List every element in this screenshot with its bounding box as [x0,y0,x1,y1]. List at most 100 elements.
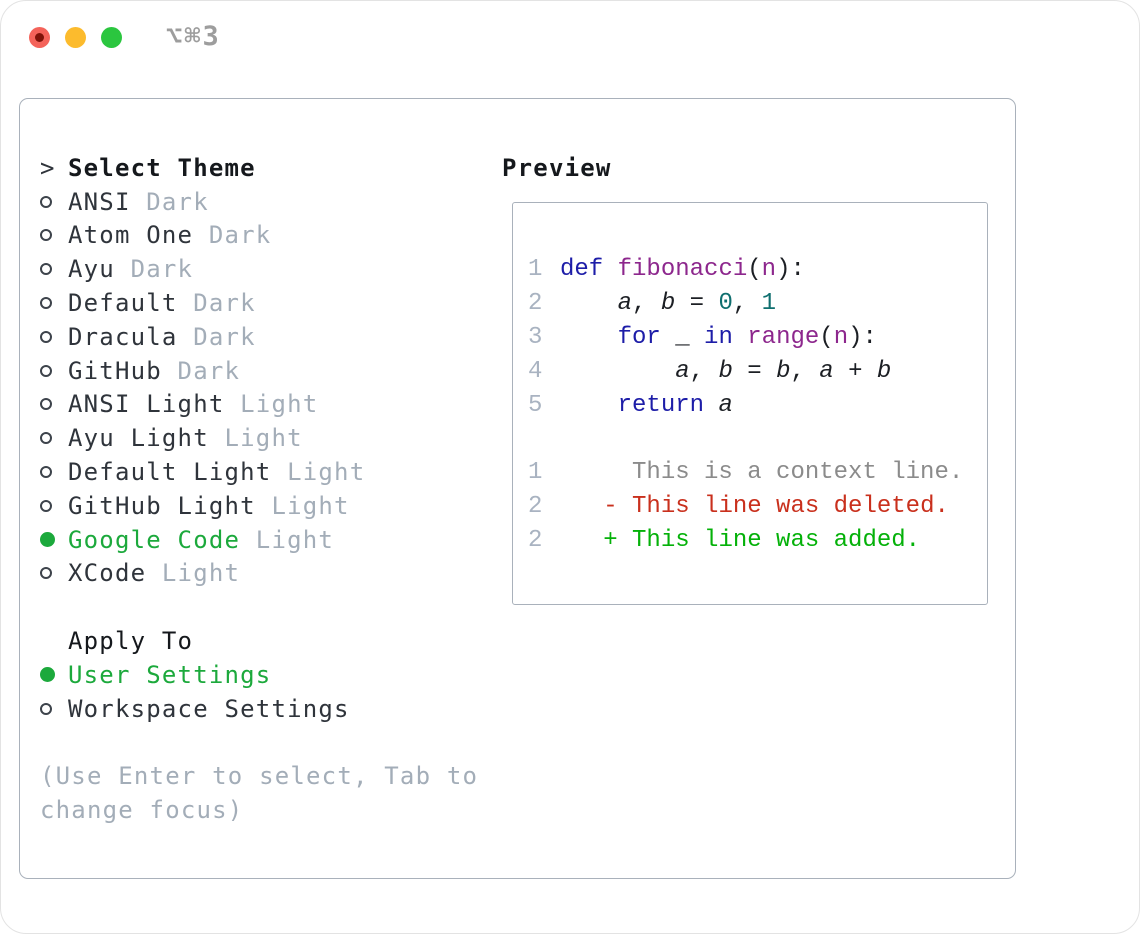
theme-item-dracula[interactable]: Dracula Dark [40,320,500,354]
apply-to-header: Apply To [68,627,194,656]
theme-item-google-code[interactable]: Google Code Light [40,523,500,557]
line-number: 4 [528,357,543,385]
radio-dot-outline [40,499,52,512]
code-line: 2 + This line was added. [528,523,981,557]
apply-to-header-row: Apply To [40,624,500,658]
theme-name: Dracula [68,322,178,351]
radio-icon[interactable] [40,263,68,276]
code-segment-pln [560,358,675,385]
code-segment-pln: = [732,357,777,385]
code-segment-kwd: def [560,256,604,284]
line-number: 1 [528,459,543,487]
code-segment-pln [560,290,618,317]
radio-dot-outline [40,364,52,377]
line-number: 1 [528,256,543,284]
theme-item-default-light[interactable]: Default Light Light [40,455,500,489]
radio-dot-outline [40,229,52,242]
theme-item-ayu[interactable]: Ayu Dark [40,252,500,286]
theme-item-github-light[interactable]: GitHub Light Light [40,489,500,523]
radio-dot-outline [40,702,52,715]
radio-icon[interactable] [40,702,68,715]
radio-icon[interactable] [40,330,68,343]
radio-icon[interactable] [40,499,68,512]
theme-variant-badge: Dark [130,187,209,216]
code-segment-var: b [876,357,892,385]
radio-selected-icon[interactable] [40,532,68,548]
code-segment-var: a [617,290,633,318]
radio-dot-outline [40,398,52,411]
theme-variant-badge: Light [208,424,303,453]
theme-list-header: Select Theme [68,153,256,182]
apply-option-label: User Settings [68,660,272,689]
code-segment-pln: ): [848,323,877,351]
code-line: 1 This is a context line. [528,456,981,490]
window-title: ⌥⌘3 [166,21,221,52]
line-number: 2 [528,492,543,520]
radio-dot-filled [40,667,55,683]
preview-label: Preview [502,153,612,182]
code-segment-pln [560,392,618,419]
theme-variant-badge: Light [255,491,350,520]
radio-icon[interactable] [40,364,68,377]
theme-item-default[interactable]: Default Dark [40,286,500,320]
radio-icon[interactable] [40,432,68,445]
theme-item-ansi[interactable]: ANSI Dark [40,185,500,219]
minimize-button[interactable] [65,27,86,48]
theme-name: Default [68,289,178,318]
line-number: 5 [528,391,543,419]
theme-item-atom-one[interactable]: Atom One Dark [40,219,500,253]
theme-name: ANSI [68,187,131,216]
spacer-row [40,590,500,624]
theme-variant-badge: Dark [193,221,272,250]
radio-icon[interactable] [40,398,68,411]
line-number: 2 [528,526,543,554]
code-segment-pln: _ [660,323,705,351]
theme-item-ansi-light[interactable]: ANSI Light Light [40,388,500,422]
theme-item-ayu-light[interactable]: Ayu Light Light [40,421,500,455]
radio-icon[interactable] [40,195,68,208]
code-segment-pln [560,324,618,351]
radio-dot-outline [40,432,52,445]
close-button[interactable] [29,27,50,48]
code-segment-ctx: This is a context line. [560,459,964,487]
theme-name: Google Code [68,525,241,554]
code-segment-pln: ( [747,256,762,284]
radio-icon[interactable] [40,229,68,242]
theme-item-github[interactable]: GitHub Dark [40,354,500,388]
radio-selected-icon[interactable] [40,667,68,683]
code-segment-var: a [718,391,733,419]
radio-icon[interactable] [40,567,68,580]
radio-dot-outline [40,263,52,276]
apply-option-user-settings[interactable]: User Settings [40,658,500,692]
theme-variant-badge: Light [240,525,335,554]
code-line: 4 a, b = b, a + b [528,354,981,388]
blank-line [528,422,981,456]
code-line: 2 - This line was deleted. [528,490,981,524]
apply-option-workspace-settings[interactable]: Workspace Settings [40,692,500,726]
theme-item-xcode[interactable]: XCode Light [40,557,500,591]
code-segment-typ: n [833,323,849,351]
code-segment-pln: , [632,290,661,318]
code-line: 5 return a [528,388,981,422]
radio-dot-outline [40,466,52,479]
theme-variant-badge: Light [271,458,366,487]
prompt-marker: > [40,153,56,182]
zoom-button[interactable] [101,27,122,48]
code-segment-var: a [675,357,690,385]
code-segment-lit: 0 [718,290,733,318]
code-segment-add: + This line was added. [603,526,921,554]
radio-icon[interactable] [40,297,68,310]
theme-name: GitHub Light [68,491,256,520]
code-segment-pln: + [833,357,877,385]
theme-variant-badge: Dark [177,322,256,351]
radio-dot-outline [40,297,52,310]
radio-dot-outline [40,330,52,343]
theme-name: XCode [68,559,147,588]
radio-icon[interactable] [40,466,68,479]
theme-variant-badge: Dark [161,356,241,385]
